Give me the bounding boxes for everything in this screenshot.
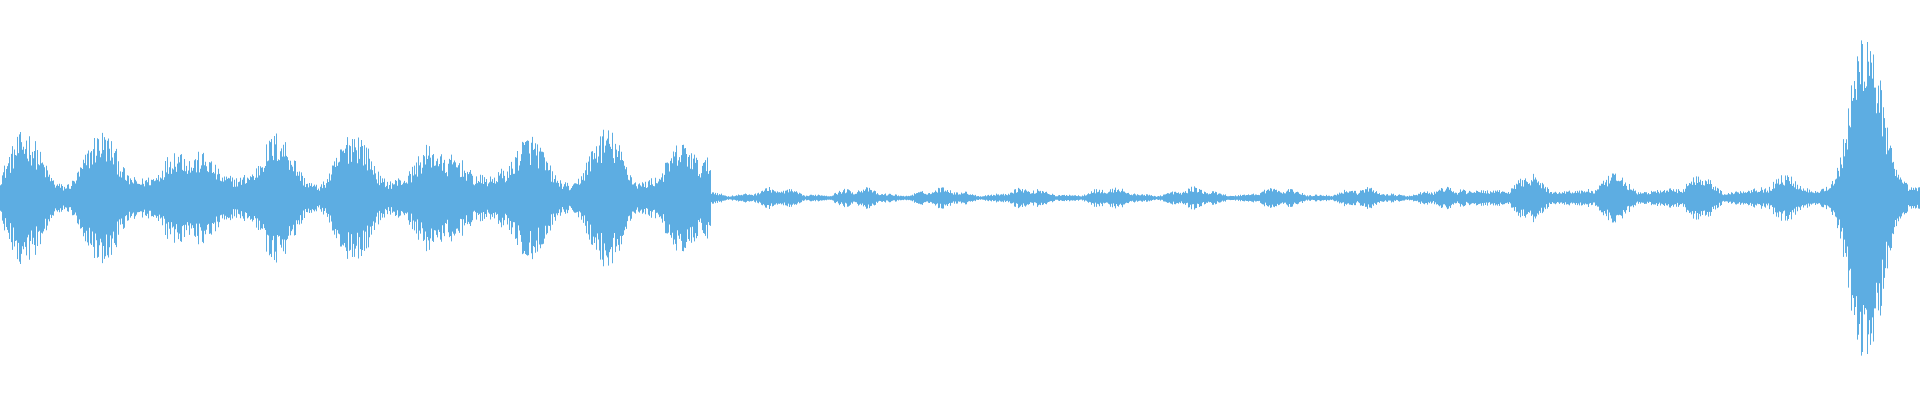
- waveform-path-group: [0, 40, 1920, 356]
